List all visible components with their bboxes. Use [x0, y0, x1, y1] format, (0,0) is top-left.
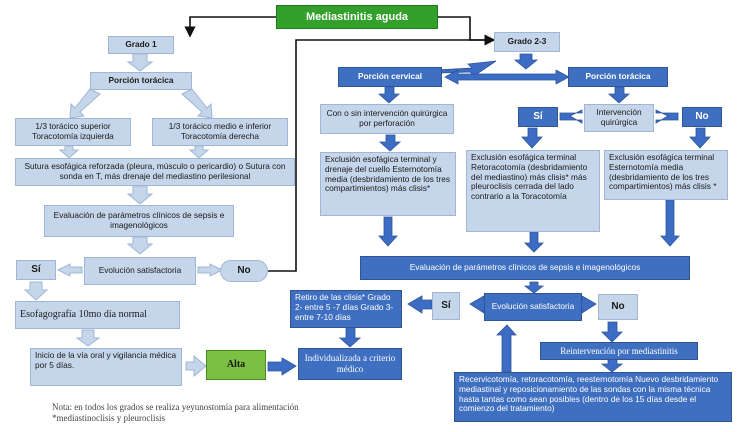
g1-evaluacion: Evaluación de parámetros clínicos de sep… [44, 205, 234, 237]
g1-no-box: No [220, 260, 268, 282]
arrow-recerv-up [496, 324, 517, 373]
arrow-g1-si-down [23, 281, 49, 301]
arrow-toracica-down [607, 86, 631, 104]
g23-evaluacion: Evaluación de parámetros clínicos de sep… [360, 256, 690, 280]
arrow-excl2-down [524, 231, 544, 253]
g1-tercio-superior: 1/3 torácico superior Toracotomía izquie… [15, 118, 131, 146]
note-line1: Nota: en todos los grados se realiza yey… [52, 402, 299, 412]
g23-porcion-cervical: Porción cervical [338, 67, 442, 87]
g1-esofagografia: Esofagografía 10mo día normal [15, 301, 180, 329]
note: Nota: en todos los grados se realiza yey… [52, 402, 392, 425]
note-line2: *mediastinoclisis y pleuroclisis [52, 413, 165, 424]
arrow-intervencion-no [655, 109, 679, 124]
arrow-g1-eval-down [126, 236, 154, 255]
g23-evolucion: Evolución satisfactoria [484, 293, 582, 321]
g23-individualizada: Individualizada a criterio médico [298, 348, 402, 380]
arrow-retiro-down [338, 325, 362, 348]
arrow-no-down [689, 127, 711, 149]
arrow-g1-right-diag [181, 88, 213, 119]
arrow-excl1-down [378, 216, 398, 247]
g1-porcion-toracica: Porción torácica [90, 72, 192, 90]
arrow-g1-esof-down [75, 329, 101, 347]
arrow-no-down-2 [601, 321, 623, 343]
arrow-g1-left-diag [69, 88, 101, 119]
arrow-intervencion-si [559, 109, 583, 124]
g23-con-sin-intervencion: Con o sin intervención quirúrgica por pe… [320, 104, 454, 134]
alta-box: Alta [206, 350, 266, 380]
arrow-si-to-retiro [407, 295, 433, 314]
arrow-excl3-down [660, 199, 680, 247]
arrow-g1-to-eval [126, 185, 154, 205]
g23-retiro-clisis: Retiro de las clisis* Grado 2- entre 5 -… [290, 290, 402, 328]
arrow-indiv-to-alta [267, 357, 297, 376]
arrow-g1-inicio-alta [185, 354, 207, 378]
arrow-g1-evo-no [197, 263, 224, 277]
g1-si-box: Sí [16, 260, 56, 280]
arrow-g1-down [126, 53, 154, 72]
arrow-cervical-down [377, 86, 401, 104]
g23-no-box: No [682, 107, 722, 127]
g23-si2-box: Sí [432, 292, 460, 320]
arrow-g1-merge-right [188, 145, 210, 159]
g1-inicio-via-oral: Inicio de la vía oral y vigilancia médic… [30, 348, 182, 386]
arrow-eval-down [523, 281, 545, 294]
title-to-grado23-arrow [438, 16, 496, 46]
g23-exclusion-si: Exclusión esofágica terminal Retoracotom… [466, 150, 600, 232]
g1-evolucion: Evolución satisfactoria [84, 257, 196, 285]
title-to-grado1-arrow [184, 16, 276, 38]
arrow-g1-evo-si [56, 263, 83, 277]
grado1-box: Grado 1 [108, 36, 174, 54]
g23-exclusion-cervical: Exclusión esofágica terminal y drenaje d… [320, 152, 456, 216]
g23-no2-box: No [598, 294, 638, 320]
arrow-sin-down [378, 134, 402, 152]
g23-porcion-toracica: Porción torácica [568, 67, 668, 87]
g23-reintervencion: Reintervención por mediastinitis [540, 342, 698, 360]
grado23-box: Grado 2-3 [494, 32, 560, 52]
arrow-g23-down [513, 53, 539, 70]
arrow-si-down [521, 127, 543, 149]
g23-recervicotomia: Recervicotomía, retoracotomía, reesterno… [454, 372, 732, 422]
g1-tercio-medio: 1/3 torácico medio e inferior Toracotomí… [152, 118, 288, 146]
g1-sutura: Sutura esofágica reforzada (pleura, músc… [15, 158, 295, 186]
title-box: Mediastinitis aguda [276, 5, 438, 29]
g23-intervencion-quirurgica: Intervención quirúrgica [584, 104, 654, 132]
g23-exclusion-no: Exclusión esofágica terminal Esternotomí… [604, 150, 728, 200]
g23-si-box: Sí [518, 107, 558, 127]
no-to-grado23-arrow [268, 39, 494, 272]
arrow-g1-merge-left [58, 145, 80, 159]
